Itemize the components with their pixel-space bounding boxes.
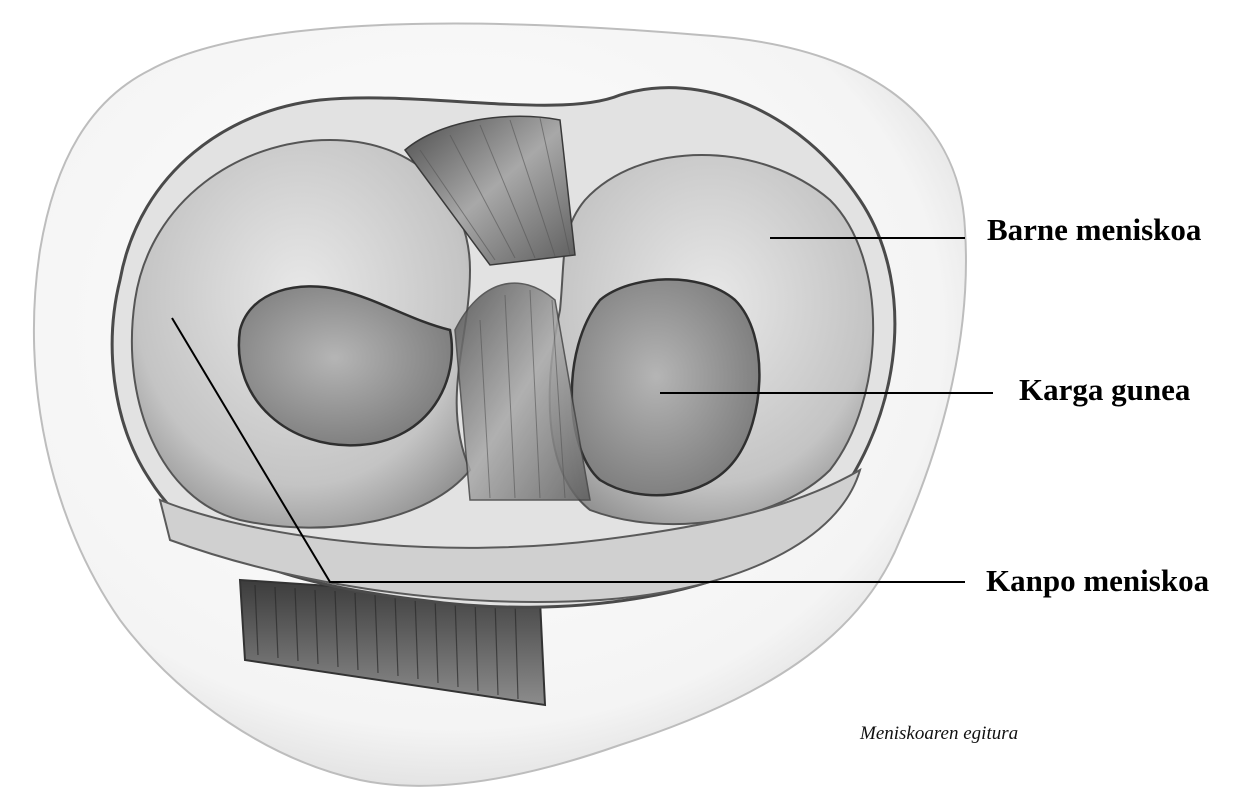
label-karga-gunea: Karga gunea xyxy=(1019,374,1190,405)
figure-caption: Meniskoaren egitura xyxy=(860,723,1018,745)
label-kanpo-meniskoa: Kanpo meniskoa xyxy=(986,565,1209,596)
medial-load-area xyxy=(572,279,760,495)
label-barne-meniskoa: Barne meniskoa xyxy=(987,214,1201,245)
